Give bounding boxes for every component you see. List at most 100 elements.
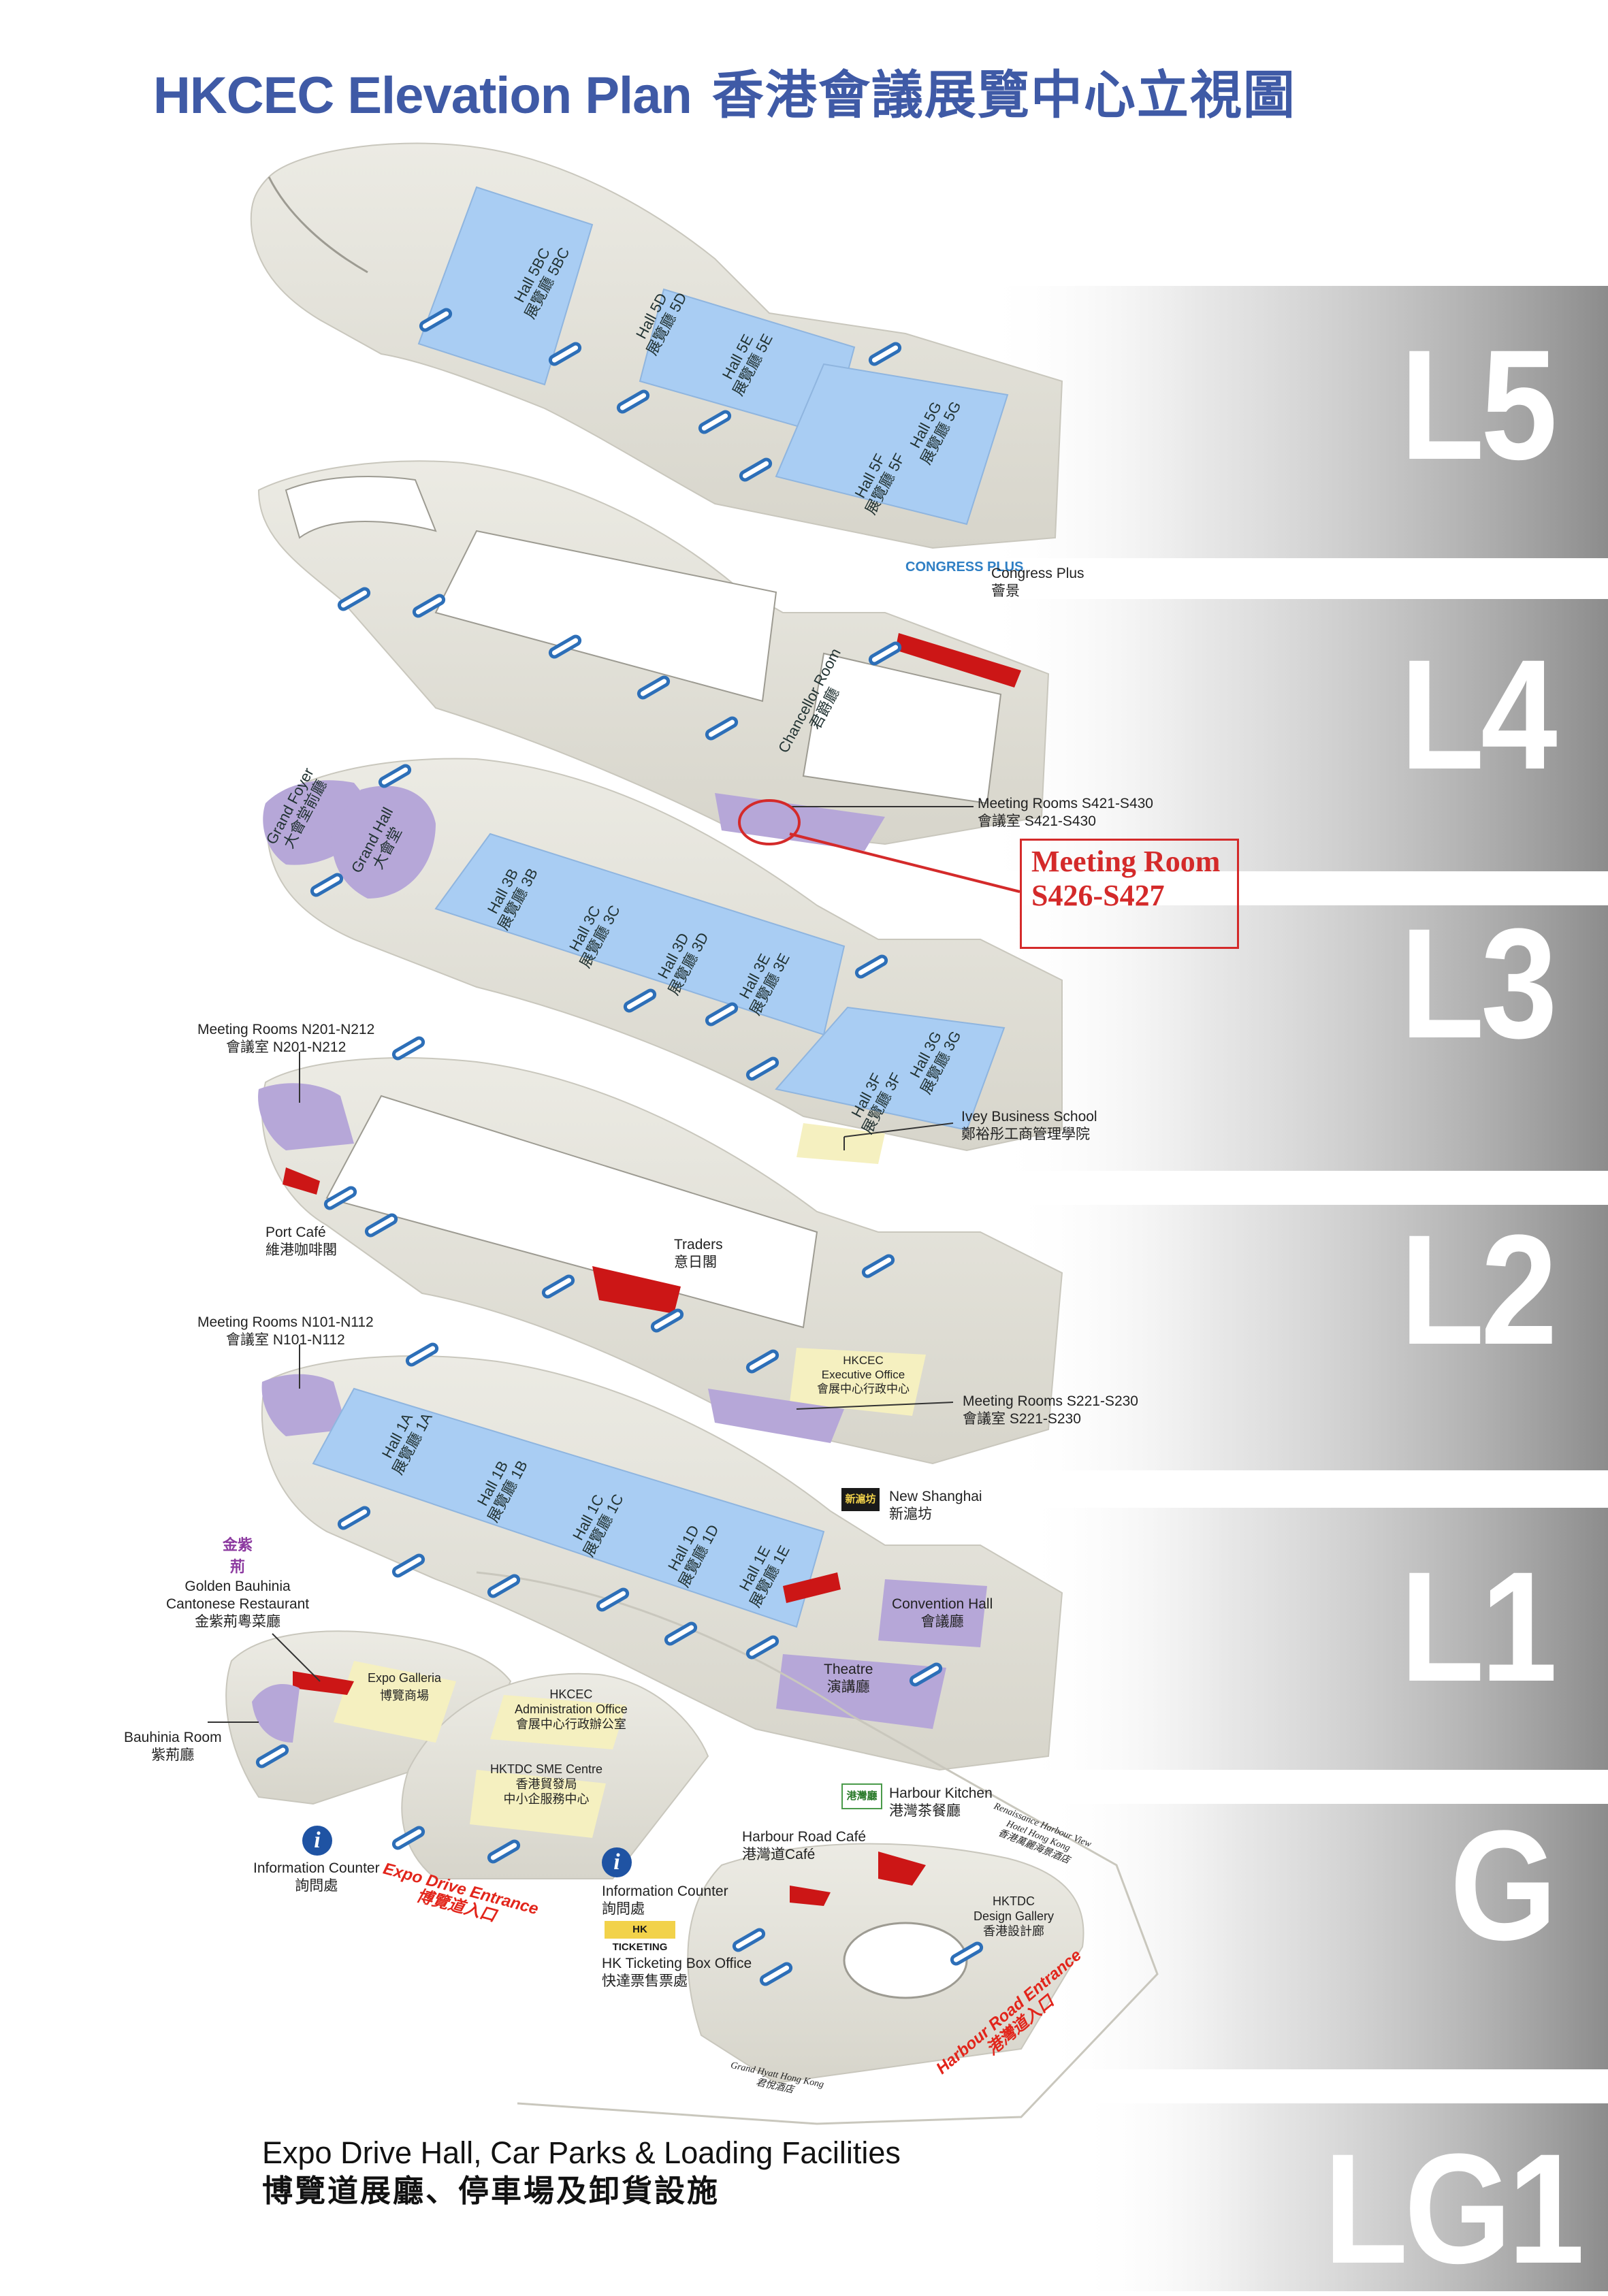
golden-bauhinia-area	[293, 1671, 354, 1695]
golden-bauhinia-logo: 金紫荊	[216, 1533, 259, 1577]
label-zh: 中小企服務中心	[503, 1792, 590, 1806]
label-zh: 會展中心行政辦公室	[515, 1717, 626, 1731]
lg1-caption-zh: 博覽道展廳、停車場及卸貨設施	[262, 2173, 720, 2208]
lg1-caption: Expo Drive Hall, Car Parks & Loading Fac…	[262, 2134, 901, 2210]
label-en: Administration Office	[515, 1702, 628, 1716]
callout-leader	[789, 832, 1020, 893]
label-zh: 港灣道Café	[742, 1847, 816, 1862]
label-en: Theatre	[824, 1662, 873, 1677]
level-l4: L4	[1400, 627, 1557, 802]
band-lg1	[1076, 2103, 1608, 2291]
band-l5	[980, 286, 1608, 558]
label-zh: 香港設計廊	[983, 1924, 1045, 1938]
leader-ivey	[843, 1122, 954, 1137]
hall-5fg-area	[775, 363, 1009, 526]
level-l1: L1	[1400, 1539, 1557, 1714]
label-zh: 詢問處	[295, 1878, 338, 1894]
harbour-cafe-area	[790, 1886, 831, 1906]
label-en: Traders	[674, 1237, 723, 1252]
callout-marker	[738, 799, 801, 845]
label-en: Port Café	[266, 1225, 326, 1240]
floor-l3	[263, 758, 1063, 1152]
expo-galleria-area	[334, 1661, 456, 1743]
level-l2: L2	[1400, 1202, 1557, 1377]
harbour-kitchen-logo: 港灣廳	[841, 1783, 882, 1809]
floor-l5-arc	[268, 176, 368, 274]
new-shanghai-area	[783, 1572, 841, 1603]
label-traders: Traders 意日閣	[674, 1236, 723, 1272]
level-bands	[980, 286, 1608, 2291]
floor-g	[225, 1571, 1159, 2125]
meeting-n201-area	[258, 1083, 354, 1150]
lg1-caption-en: Expo Drive Hall, Car Parks & Loading Fac…	[262, 2135, 901, 2170]
floor-l5	[250, 142, 1063, 549]
escalator	[392, 1037, 425, 1060]
band-l2	[1008, 1205, 1608, 1470]
grand-hall-area	[332, 786, 436, 899]
label-harbour-kitchen: Harbour Kitchen 港灣茶餐廳	[889, 1785, 993, 1820]
label-en: HKCEC	[843, 1354, 884, 1367]
label-zh: 會展中心行政中心	[817, 1383, 910, 1395]
roundabout	[843, 1922, 968, 1999]
label-harbour-road-cafe: Harbour Road Café 港灣道Café	[742, 1828, 866, 1864]
new-shanghai-logo: 新滬坊	[841, 1488, 880, 1511]
congress-plus-area	[895, 633, 1021, 688]
label-en: HK Ticketing Box Office	[602, 1956, 752, 1971]
label-zh: 意日閣	[674, 1255, 717, 1270]
label-en: Harbour Kitchen	[889, 1785, 993, 1801]
sme-centre-area	[470, 1770, 606, 1838]
label-zh: 港灣茶餐廳	[889, 1803, 961, 1819]
label-en: Meeting Rooms N101-N112	[197, 1314, 374, 1330]
label-zh: 鄭裕彤工商管理學院	[961, 1127, 1090, 1142]
label-en: Design Gallery	[974, 1909, 1055, 1923]
label-zh: 新滬坊	[889, 1506, 932, 1522]
label-en: Congress Plus	[991, 566, 1084, 581]
logo-text: CONGRESS PLUS	[905, 560, 1024, 575]
site-outline	[476, 1571, 1159, 2125]
label-zh: 薈景	[991, 583, 1020, 599]
label-en: Executive Office	[821, 1368, 905, 1381]
logo-text: 新滬坊	[845, 1493, 876, 1505]
label-zh: 會議室 S421-S430	[978, 813, 1096, 829]
floor-l1	[261, 1355, 1063, 1771]
level-l3: L3	[1400, 896, 1557, 1071]
callout-line1: Meeting Room	[1031, 845, 1221, 878]
harbour-kitchen-area	[878, 1852, 926, 1886]
label-en: Expo Galleria	[368, 1671, 442, 1685]
label-zh: 博覽商場	[380, 1689, 430, 1702]
floor-l2-void	[325, 1095, 818, 1329]
title-en: HKCEC Elevation Plan	[153, 67, 692, 125]
label-zh: 紫荊廳	[151, 1747, 195, 1763]
band-l4	[980, 599, 1608, 871]
meeting-s221-area	[708, 1389, 844, 1443]
floor-l4-void	[434, 530, 777, 702]
label-en: Cantonese Restaurant	[166, 1596, 310, 1612]
congress-plus-logo: CONGRESS PLUS	[905, 560, 1023, 575]
logo-text: 金紫荊	[222, 1536, 253, 1575]
level-lg1: LG1	[1323, 2121, 1584, 2296]
label-en: HKCEC	[549, 1687, 593, 1701]
label-hk-ticketing: HK Ticketing Box Office 快達票售票處	[602, 1955, 752, 1990]
label-zh: 香港貿發局	[515, 1777, 577, 1791]
theatre-area	[776, 1654, 946, 1729]
hall-3fg-area	[775, 1006, 1006, 1131]
label-zh: 快達票售票處	[602, 1973, 688, 1989]
band-g	[1042, 1804, 1608, 2069]
hall-1a-e-area	[312, 1387, 825, 1628]
traders-area	[592, 1266, 681, 1314]
label-zh: 會議廳	[920, 1614, 964, 1630]
label-en: Harbour Road Café	[742, 1829, 867, 1845]
